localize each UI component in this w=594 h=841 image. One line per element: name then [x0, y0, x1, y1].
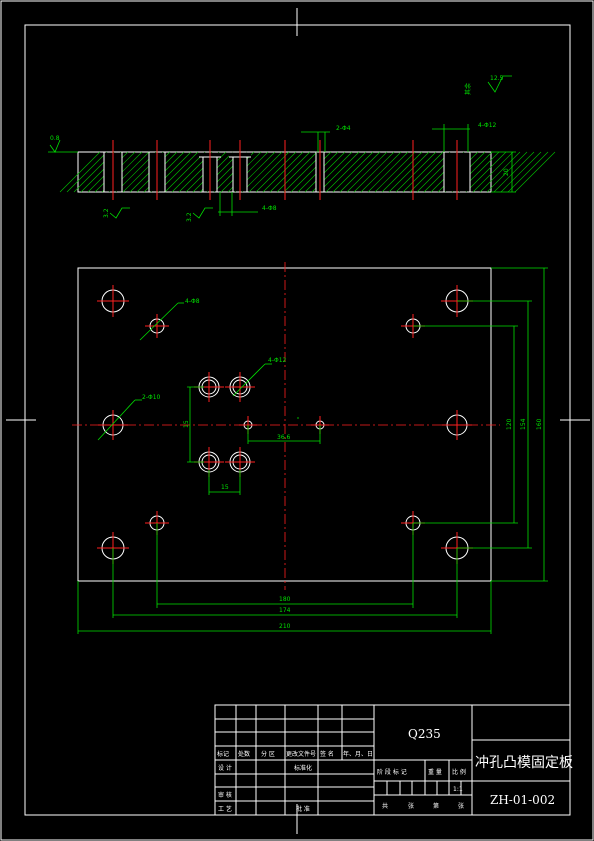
screw-hole-top-left: [145, 314, 169, 338]
roughness-top-label: 0.8: [50, 135, 60, 142]
holes-4-phi12-top-label: 4-Φ12: [478, 122, 497, 129]
header-label-3: 更改文件号: [286, 750, 316, 758]
stage-label-1: 重 量: [428, 768, 442, 776]
header-label-0: 标记: [217, 750, 229, 758]
roughness-left-label: 3.2: [103, 208, 110, 218]
part-name-label: 冲孔凸模固定板: [475, 755, 573, 771]
sheet-label-3: 张: [458, 802, 464, 810]
dim-210-label: 210: [279, 623, 291, 630]
process-label: 工 艺: [218, 805, 232, 813]
header-label-2: 分 区: [261, 750, 275, 758]
standardization-label: 标准化: [294, 764, 312, 772]
dim-160-label: 160: [536, 418, 543, 430]
sheet-inner-frame: [24, 24, 571, 816]
sheet-label-2: 第: [433, 802, 439, 810]
drawing-number-label: ZH-01-002: [490, 793, 555, 807]
punch-hole-2: [225, 372, 255, 402]
dim-174-label: 174: [279, 607, 291, 614]
roughness-other-label: 其余: [464, 83, 472, 95]
dim-v-small-label: 15: [183, 420, 190, 428]
header-label-5: 年、月、日: [343, 750, 373, 758]
section-thickness-label: 20: [503, 168, 510, 176]
pin-hole-right: [442, 410, 472, 440]
dim-center-label: 36.6: [277, 434, 291, 441]
section-view: 20 0.8 3.2 3.2 4-Φ8 2-Φ4 4-Φ12 其余 12.5: [48, 75, 556, 222]
section-holes-4-phi8-label: 4-Φ8: [262, 205, 277, 212]
stage-label-2: 比 例: [452, 768, 466, 776]
header-label-1: 处数: [238, 750, 250, 758]
title-block: Q235 冲孔凸模固定板 ZH-01-002 1:1 标记 处数 分 区 更改文…: [214, 704, 573, 816]
dim-15-label: 15: [221, 484, 229, 491]
roughness-other-value: 12.5: [490, 75, 504, 82]
holes-4-phi12-label: 4-Φ12: [268, 357, 287, 364]
holes-2-phi10-label: 2-Φ10: [142, 394, 161, 401]
plan-view: 4-Φ8 4-Φ12 2-Φ10 36.6 15 15 180 174: [72, 262, 548, 634]
hole-large-top-left: [97, 285, 129, 317]
dim-120-label: 120: [506, 418, 513, 430]
pin-hole-left: [98, 410, 128, 440]
sheet-label-1: 张: [408, 802, 414, 810]
design-label: 设 计: [218, 764, 232, 772]
material-label: Q235: [408, 727, 441, 741]
holes-4-phi8-label: 4-Φ8: [185, 298, 200, 305]
holes-2-phi4-label: 2-Φ4: [336, 125, 351, 132]
review-label: 审 核: [218, 791, 232, 799]
stage-label-0: 阶 段 标 记: [377, 768, 407, 776]
scale-label: 1:1: [453, 786, 463, 793]
header-label-4: 签 名: [320, 750, 334, 758]
approve-label: 批 准: [296, 805, 310, 813]
dim-180-label: 180: [279, 596, 291, 603]
roughness-mid-label: 3.2: [186, 212, 193, 222]
sheet-label-0: 共: [382, 802, 388, 810]
dim-154-label: 154: [520, 418, 527, 430]
